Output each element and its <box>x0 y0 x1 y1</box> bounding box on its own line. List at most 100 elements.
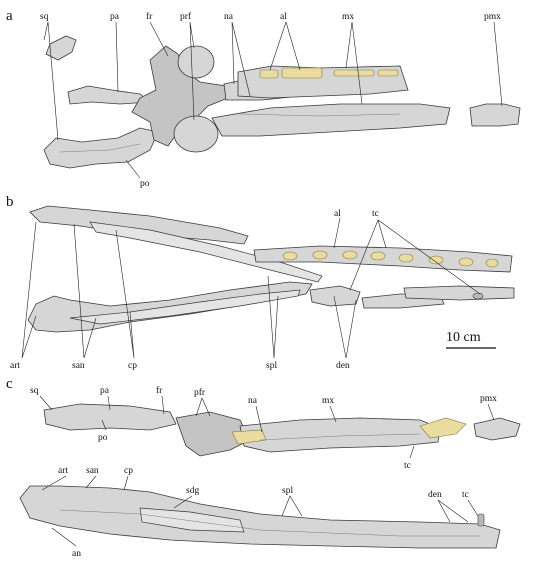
panel-b-leader-san <box>73 223 97 359</box>
panel-b-label-spl: spl <box>266 361 277 371</box>
panel-c-mandible <box>19 485 501 549</box>
panel-c-label-pmx: pmx <box>480 394 497 404</box>
panel-b-dentary-lower-1 <box>309 285 361 307</box>
panel-b-alveolus-7 <box>458 257 474 267</box>
panel-c-leader-po <box>101 419 107 431</box>
panel-b-leader-tc <box>349 219 481 295</box>
panel-a-leader-al <box>269 21 301 71</box>
panel-a-alveolus-4 <box>377 69 399 77</box>
panel-c-label-art: art <box>58 466 68 476</box>
panel-a-label-pa: pa <box>110 12 120 22</box>
panel-c-tooth-crown <box>477 513 485 527</box>
panel-c-skull-orbit-region <box>175 411 251 457</box>
panel-c-leader-tc2 <box>467 499 479 517</box>
panel-b-leader-spl <box>267 275 279 359</box>
panel-a-label-po: po <box>140 179 150 189</box>
panel-c-label-san: san <box>86 466 99 476</box>
panel-a-prefrontal-lower <box>173 115 219 153</box>
panel-c-leader-sq <box>39 395 53 411</box>
panel-a-squamosal-fragment <box>45 35 77 61</box>
panel-c-leader-pmx <box>487 403 495 421</box>
panel-c-leader-mx <box>329 405 337 423</box>
panel-c-leader-art <box>41 475 67 491</box>
panel-a-leader-prf <box>189 21 195 121</box>
panel-c-label-tc: tc <box>404 461 411 471</box>
panel-c-label-sq: sq <box>30 386 39 396</box>
panel-a-leader-pa <box>115 21 119 93</box>
panel-c-leader-tc <box>409 445 415 459</box>
panel-a-maxilla-lower <box>211 103 451 137</box>
panel-c-skull-matrix-2 <box>419 417 467 439</box>
panel-a-leader-po <box>125 159 141 179</box>
panel-a-label-pmx: pmx <box>484 12 501 22</box>
panel-c-crack-1 <box>259 433 421 441</box>
panel-b-alveolus-6 <box>428 255 444 265</box>
panel-c-leader-fr <box>161 395 165 415</box>
panel-a-leader-pmx <box>493 21 503 107</box>
panel-b-lower-ramus-inner <box>69 289 301 325</box>
panel-a-leader-na <box>231 21 251 97</box>
panel-c-leader-na <box>255 405 263 433</box>
panel-c-skull-matrix-1 <box>231 429 267 445</box>
panel-c-label-sdg: sdg <box>186 486 199 496</box>
panel-b-tooth-crown <box>472 292 484 300</box>
panel-a-alveolus-1 <box>259 69 279 79</box>
panel-a-label-na: na <box>224 12 234 22</box>
panel-b-label-art: art <box>10 361 20 371</box>
panel-c-label-mx: mx <box>322 396 334 406</box>
panel-c-premaxilla <box>473 417 521 441</box>
panel-c-leader-san <box>85 475 97 489</box>
panel-b-leader-den <box>333 295 357 359</box>
panel-a-postorbital-bar <box>43 127 159 169</box>
panel-c-skull-snout <box>239 417 441 453</box>
panel-c-leader-spl <box>281 495 303 517</box>
panel-c-leader-cp <box>123 475 129 491</box>
scale-bar-label: 10 cm <box>446 330 481 345</box>
panel-b-letter: b <box>6 194 14 210</box>
panel-a-leader-sq <box>43 21 59 141</box>
panel-b-alveolus-8 <box>485 258 499 268</box>
panel-a-label-sq: sq <box>40 12 49 22</box>
panel-a-crack-1 <box>239 113 401 117</box>
panel-b-alveolus-5 <box>398 253 414 263</box>
panel-c-label-an: an <box>72 549 81 559</box>
panel-a: a sq pa fr <box>6 8 521 189</box>
panel-c-leader-pa <box>107 395 111 411</box>
panel-a-letter: a <box>6 8 13 24</box>
panel-a-crack-2 <box>59 143 141 153</box>
panel-b-leader-art <box>21 221 37 359</box>
panel-b-label-den: den <box>336 361 350 371</box>
panel-b-alveolus-2 <box>312 250 328 260</box>
panel-a-label-al: al <box>280 12 287 22</box>
panel-b-alveolus-3 <box>342 250 358 260</box>
panel-a-leader-mx <box>345 21 363 105</box>
panel-a-prefrontal-upper <box>177 45 215 79</box>
panel-b-upper-ramus-inner <box>89 221 323 283</box>
panel-c-label-tc2: tc <box>462 490 469 500</box>
panel-c-label-den: den <box>428 490 442 500</box>
panel-a-label-mx: mx <box>342 12 354 22</box>
panel-b-upper-ramus <box>29 205 249 245</box>
panel-c-label-pfr: pfr <box>194 387 206 398</box>
panel-c-letter: c <box>6 376 13 392</box>
panel-b-alveolus-4 <box>370 251 386 261</box>
panel-a-alveolus-3 <box>333 69 375 77</box>
panel-b-leader-al <box>333 217 341 249</box>
panel-c-mandible-fenestra <box>139 507 245 533</box>
panel-a-label-fr: fr <box>146 11 153 22</box>
panel-b-label-san: san <box>72 361 85 371</box>
panel-c-leader-sdg <box>173 495 193 509</box>
panel-b-label-al: al <box>334 209 341 219</box>
panel-a-leader-fr <box>149 21 169 57</box>
panel-b: b 10 cm al tc art san <box>6 194 515 371</box>
panel-c-leader-an <box>51 527 77 547</box>
panel-b-alveolus-1 <box>282 251 298 261</box>
panel-a-premaxilla <box>469 103 521 127</box>
panel-c-leader-pfr <box>195 397 211 417</box>
panel-c-leader-den <box>437 499 469 523</box>
panel-b-label-cp: cp <box>128 361 137 371</box>
panel-c-label-pa: pa <box>100 386 110 396</box>
panel-a-alveolus-2 <box>281 67 323 79</box>
panel-b-leader-cp <box>115 229 135 359</box>
